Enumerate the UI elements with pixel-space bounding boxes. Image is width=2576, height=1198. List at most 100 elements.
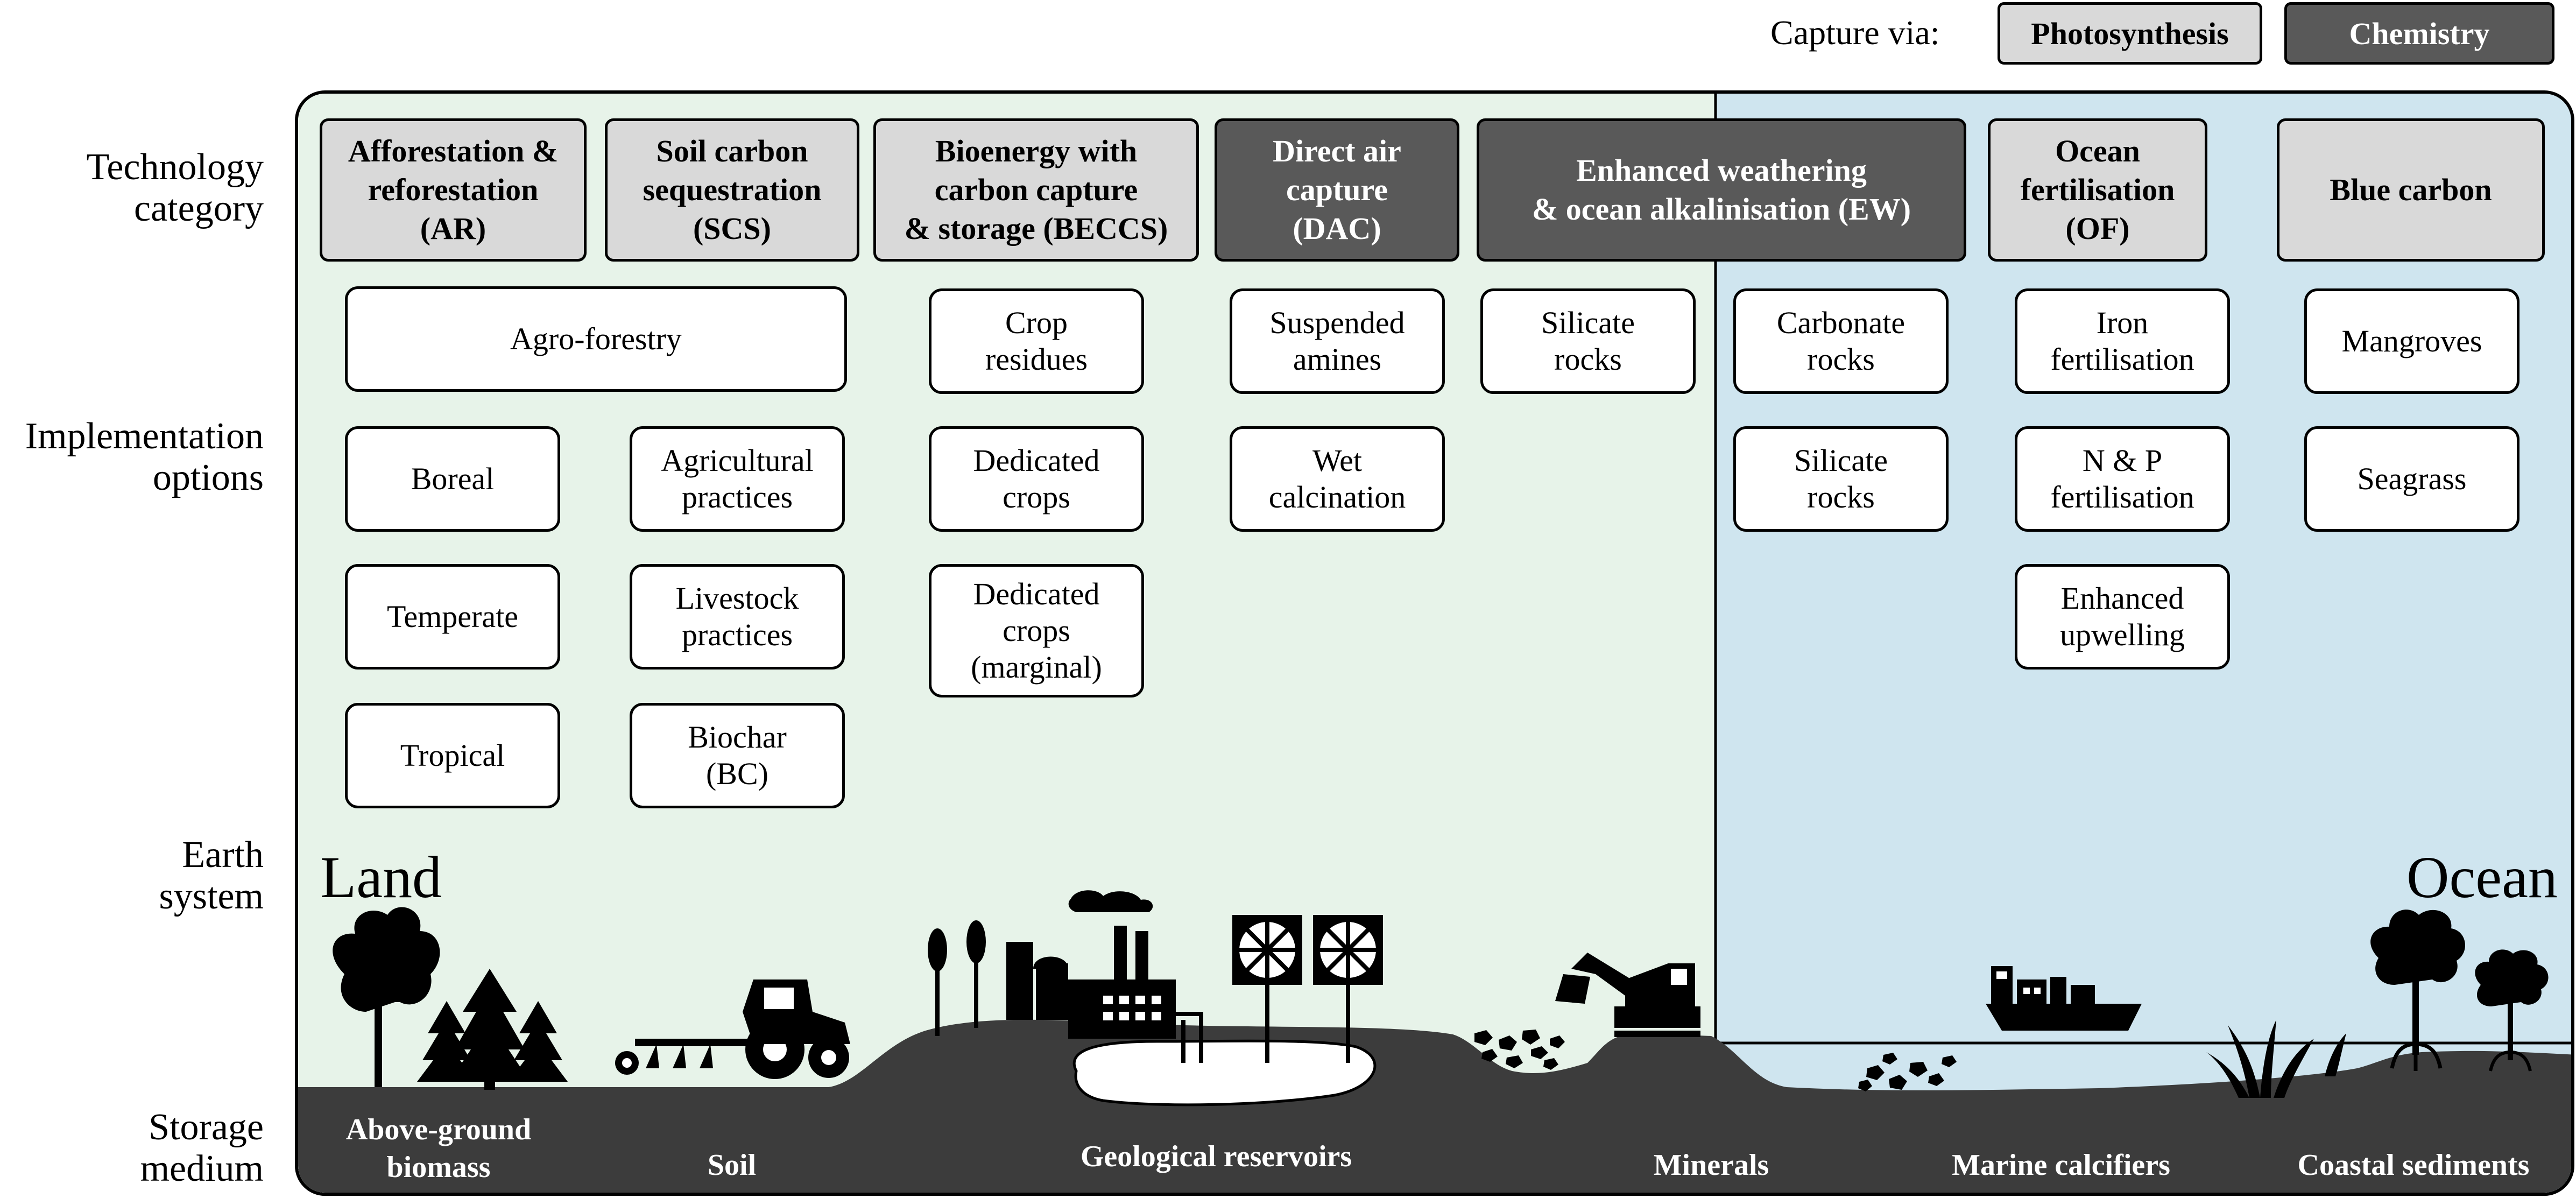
row-label-storage-medium: Storage medium	[140, 1107, 264, 1189]
option-line: practices	[681, 617, 793, 652]
category-scs: Soil carbon sequestration (SCS)	[605, 118, 859, 262]
option-line: rocks	[1807, 480, 1875, 515]
category-scs-text: Soil carbon sequestration (SCS)	[643, 132, 822, 248]
option-line: N & P	[2082, 443, 2163, 478]
row-label-line: Technology	[86, 146, 264, 188]
category-line: Ocean	[2055, 133, 2140, 168]
ocean-label: Ocean	[2406, 844, 2558, 910]
option-biochar: Biochar (BC)	[630, 703, 845, 808]
option-line: residues	[985, 342, 1088, 377]
bioenergy-plant-icon	[1006, 890, 1203, 1063]
option-text: Silicate rocks	[1541, 305, 1635, 378]
category-line: (AR)	[420, 211, 486, 246]
category-dac-text: Direct air capture (DAC)	[1273, 132, 1401, 248]
option-text: Dedicated crops (marginal)	[971, 576, 1102, 686]
ground-silhouette	[298, 1019, 2571, 1193]
category-line: reforestation	[368, 172, 539, 207]
category-dac: Direct air capture (DAC)	[1215, 118, 1459, 262]
option-line: Suspended	[1269, 305, 1405, 340]
mangrove-tree-icon	[2370, 910, 2549, 1072]
option-line: Crop	[1005, 305, 1068, 340]
legend-chemistry-label: Chemistry	[2349, 16, 2490, 51]
category-line: Soil carbon	[656, 133, 808, 168]
option-line: Livestock	[675, 581, 799, 616]
row-label-line: Earth	[182, 834, 264, 876]
storage-line: Above-ground	[345, 1113, 532, 1146]
option-agroforestry: Agro-forestry	[345, 286, 847, 392]
category-ar: Afforestation & reforestation (AR)	[320, 118, 587, 262]
category-line: carbon capture	[934, 172, 1138, 207]
legend-photosynthesis-label: Photosynthesis	[2031, 16, 2229, 51]
category-line: capture	[1286, 172, 1388, 207]
option-text: Biochar (BC)	[688, 719, 787, 792]
row-label-line: options	[152, 457, 264, 498]
option-line: Wet	[1312, 443, 1362, 478]
option-text: Carbonate rocks	[1777, 305, 1905, 378]
option-text: Wet calcination	[1269, 442, 1406, 516]
landscape-scene	[298, 94, 2571, 1193]
storage-line: Marine calcifiers	[1952, 1148, 2170, 1182]
category-line: Blue carbon	[2330, 172, 2492, 207]
option-line: Silicate	[1794, 443, 1888, 478]
option-crop-residues: Crop residues	[929, 288, 1144, 394]
storage-geological-reservoirs: Geological reservoirs	[1022, 1138, 1410, 1175]
option-line: Boreal	[411, 461, 495, 496]
category-line: Direct air	[1273, 133, 1401, 168]
category-line: Afforestation &	[348, 133, 559, 168]
option-temperate: Temperate	[345, 564, 560, 670]
option-text: Dedicated crops	[973, 442, 1099, 516]
legend-label: Capture via:	[1770, 13, 1940, 52]
geological-reservoir	[1072, 1039, 1377, 1107]
excavator-icon	[1555, 953, 1700, 1037]
row-label-line: medium	[140, 1148, 264, 1189]
category-of-text: Ocean fertilisation (OF)	[2021, 132, 2175, 248]
option-line: Biochar	[688, 720, 787, 755]
seagrass-icon	[2206, 1020, 2346, 1098]
option-text: Iron fertilisation	[2050, 305, 2194, 378]
category-ar-text: Afforestation & reforestation (AR)	[348, 132, 558, 248]
option-text: Suspended amines	[1269, 305, 1405, 378]
option-mangroves: Mangroves	[2304, 288, 2519, 394]
category-ew-text: Enhanced weathering & ocean alkalinisati…	[1532, 151, 1911, 229]
storage-soil: Soil	[678, 1146, 786, 1184]
category-line: & ocean alkalinisation (EW)	[1532, 192, 1911, 227]
option-suspended-amines: Suspended amines	[1230, 288, 1445, 394]
option-line: Agricultural	[661, 443, 814, 478]
tractor-icon	[615, 979, 850, 1079]
category-of: Ocean fertilisation (OF)	[1988, 118, 2207, 262]
option-text: Enhanced upwelling	[2060, 580, 2185, 653]
option-line: Carbonate	[1776, 305, 1905, 340]
storage-marine-calcifiers: Marine calcifiers	[1910, 1146, 2212, 1184]
option-text: Agricultural practices	[661, 442, 813, 516]
option-seagrass: Seagrass	[2304, 426, 2519, 532]
option-line: upwelling	[2060, 617, 2185, 652]
storage-line: Minerals	[1653, 1148, 1769, 1182]
category-bc: Blue carbon	[2277, 118, 2545, 262]
option-livestock-practices: Livestock practices	[630, 564, 845, 670]
option-silicate-rocks-ocean: Silicate rocks	[1733, 426, 1949, 532]
option-text: Silicate rocks	[1794, 442, 1888, 516]
option-line: calcination	[1268, 480, 1406, 515]
category-line: Bioenergy with	[935, 133, 1138, 168]
category-ew: Enhanced weathering & ocean alkalinisati…	[1477, 118, 1966, 262]
rocks-icon	[1858, 1053, 1957, 1091]
diagram-frame	[295, 90, 2574, 1196]
option-text: N & P fertilisation	[2050, 442, 2194, 516]
category-line: (DAC)	[1293, 211, 1381, 246]
option-line: Tropical	[400, 738, 505, 773]
option-line: Enhanced	[2060, 581, 2184, 616]
row-label-line: Storage	[149, 1107, 264, 1148]
legend-chemistry: Chemistry	[2284, 2, 2554, 65]
option-line: Silicate	[1541, 305, 1635, 340]
option-line: rocks	[1554, 342, 1622, 377]
category-line: & storage (BECCS)	[904, 211, 1168, 246]
row-label-technology: Technology category	[87, 146, 264, 229]
storage-line: Soil	[707, 1148, 757, 1182]
category-line: (SCS)	[693, 211, 771, 246]
category-line: fertilisation	[2020, 172, 2175, 207]
storage-coastal-sediments: Coastal sediments	[2266, 1146, 2561, 1184]
category-line: Enhanced weathering	[1576, 153, 1867, 188]
option-line: Seagrass	[2357, 461, 2467, 496]
rocks-icon	[1474, 1030, 1565, 1070]
option-line: fertilisation	[2050, 342, 2194, 377]
